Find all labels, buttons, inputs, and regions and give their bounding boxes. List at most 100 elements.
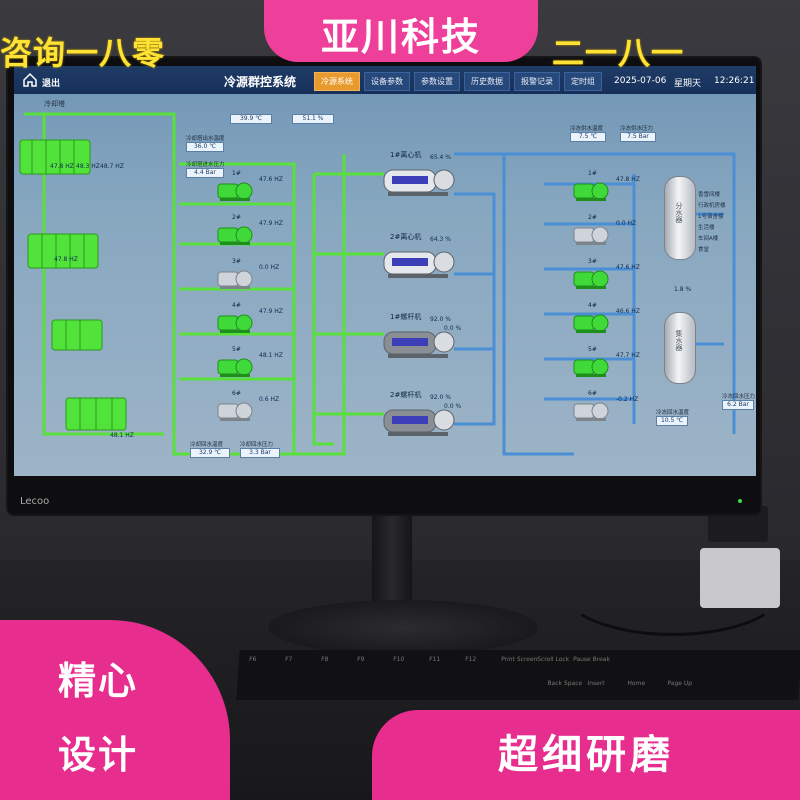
top-reading-value: 51.1 % — [292, 114, 334, 124]
keyboard-key: F8 — [320, 656, 329, 663]
chilled-pump-hz: 47.8 HZ — [616, 176, 640, 183]
cooling-pump-hz: 47.9 HZ — [259, 220, 283, 227]
right-top-reading-label: 冷冻供水压力 — [620, 126, 654, 132]
cooling-tower-label: 冷却塔 — [44, 100, 65, 108]
tab-5[interactable]: 定时组 — [564, 72, 602, 91]
keyboard-key: Home — [627, 680, 646, 687]
keyboard-key: F9 — [356, 656, 365, 663]
tab-0[interactable]: 冷源系统 — [314, 72, 360, 91]
cooling-pump[interactable] — [216, 266, 254, 290]
cooling-pump-name: 1# — [232, 170, 241, 177]
brand-badge — [264, 0, 538, 62]
keyboard-key: F12 — [464, 656, 477, 663]
chiller-load: 92.0 % — [430, 316, 451, 323]
keyboard-key: Scroll Lock — [536, 656, 570, 663]
promo-bottom-left-line2: 设计 — [58, 733, 139, 777]
right-top-reading-value: 7.5 Bar — [620, 132, 656, 142]
promo-bottom-right-text: 超细研磨 — [498, 732, 674, 778]
chilled-pump[interactable] — [572, 398, 610, 422]
date-text: 2025-07-06 — [614, 76, 667, 86]
tab-1[interactable]: 设备参数 — [364, 72, 410, 91]
tower-hz-readout: 48.1 HZ — [110, 432, 134, 439]
cooling-pump-name: 6# — [232, 390, 241, 397]
top-reading-value: 39.9 ℃ — [230, 114, 272, 124]
chilled-pump[interactable] — [572, 178, 610, 202]
chiller-name: 1#螺杆机 — [390, 313, 422, 321]
chilled-pump[interactable] — [572, 354, 610, 378]
tower-hz-readout: 48.7 HZ — [100, 163, 124, 170]
promo-bottom-left-line1: 精心 — [58, 659, 139, 703]
cooling-pump-hz: 47.6 HZ — [259, 176, 283, 183]
chilled-pump-hz: 0.0 HZ — [616, 220, 637, 227]
return-header-tank — [664, 312, 696, 384]
right-bottom-reading-label: 冷冻回水压力 — [722, 394, 756, 400]
chilled-pump-hz: 47.7 HZ — [616, 352, 640, 359]
keyboard-key: Pause Break — [572, 656, 611, 663]
cooling-pump-name: 3# — [232, 258, 241, 265]
chilled-pump-hz: -0.2 HZ — [616, 396, 639, 403]
chiller-unit[interactable] — [380, 162, 460, 200]
chilled-pump-name: 3# — [588, 258, 597, 265]
cooling-pump-name: 2# — [232, 214, 241, 221]
chilled-pump-hz: 47.6 HZ — [616, 264, 640, 271]
chilled-pump-name: 5# — [588, 346, 597, 353]
chiller-unit[interactable] — [380, 402, 460, 440]
chilled-pump-hz: 46.6 HZ — [616, 308, 640, 315]
power-led — [738, 499, 742, 503]
right-bottom-reading-value: 10.5 ℃ — [656, 416, 688, 426]
home-icon[interactable] — [22, 72, 38, 88]
chilled-pump-name: 4# — [588, 302, 597, 309]
cooling-pump[interactable] — [216, 222, 254, 246]
branch-label: 香雪间楼 — [698, 192, 721, 198]
branch-label: 车间A楼 — [698, 236, 719, 242]
brand-name: 亚川科技 — [320, 15, 481, 59]
branch-label: 行政机房楼 — [698, 203, 726, 209]
exit-button[interactable]: 退出 — [42, 79, 61, 89]
tower-hz-readout: 48.3 HZ — [76, 163, 100, 170]
tab-4[interactable]: 报警记录 — [514, 72, 560, 91]
monitor-stand-neck — [372, 514, 412, 609]
promo-call-right: 二一八一 — [552, 34, 685, 72]
keyboard-key: Page Up — [667, 680, 693, 687]
cooling-pump-hz: 0.6 HZ — [259, 396, 280, 403]
right-bottom-reading-value: 6.2 Bar — [722, 400, 754, 410]
cooling-pump[interactable] — [216, 398, 254, 422]
chiller-sub-load: 0.0 % — [444, 403, 462, 410]
chiller-sub-load: 0.0 % — [444, 325, 462, 332]
chilled-pump[interactable] — [572, 310, 610, 334]
left-reading-value: 36.0 ℃ — [186, 142, 224, 152]
tab-3[interactable]: 历史数据 — [464, 72, 510, 91]
cooling-pump[interactable] — [216, 310, 254, 334]
cooling-pump[interactable] — [216, 354, 254, 378]
branch-label: 1号宿舍楼 — [698, 214, 724, 220]
right-top-reading-label: 冷冻供水温度 — [570, 126, 604, 132]
branch-label: 食堂 — [698, 247, 710, 253]
bottom-reading-value: 3.3 Bar — [240, 448, 280, 458]
cooling-pump-name: 5# — [232, 346, 241, 353]
keyboard-key: F11 — [428, 656, 441, 663]
chiller-unit[interactable] — [380, 324, 460, 362]
cooling-tower-group — [19, 139, 127, 431]
monitor-stand-base — [268, 600, 538, 655]
chilled-pump-name: 1# — [588, 170, 597, 177]
chilled-pump[interactable] — [572, 222, 610, 246]
keyboard-key: F10 — [392, 656, 405, 663]
promo-call-left: 咨询一八零 — [0, 34, 166, 72]
chiller-load: 92.0 % — [430, 394, 451, 401]
cooling-pump[interactable] — [216, 178, 254, 202]
tower-hz-readout: 47.8 HZ — [54, 256, 78, 263]
time-text: 12:26:21 — [714, 76, 755, 86]
chilled-pump[interactable] — [572, 266, 610, 290]
tab-2[interactable]: 参数设置 — [414, 72, 460, 91]
scada-topbar: 退出 冷源群控系统 冷源系统设备参数参数设置历史数据报警记录定时组 2025-0… — [14, 66, 756, 94]
left-reading-label: 冷却塔进水压力 — [186, 162, 225, 168]
chiller-load: 64.3 % — [430, 236, 451, 243]
chiller-unit[interactable] — [380, 244, 460, 282]
keyboard-key: F7 — [284, 656, 293, 663]
keyboard-key: Back Space — [547, 680, 583, 687]
chiller-name: 2#离心机 — [390, 233, 422, 241]
return-header-label: 集水器 — [675, 330, 683, 351]
chiller-name: 2#螺杆机 — [390, 391, 422, 399]
scada-screen: 退出 冷源群控系统 冷源系统设备参数参数设置历史数据报警记录定时组 2025-0… — [14, 66, 756, 476]
